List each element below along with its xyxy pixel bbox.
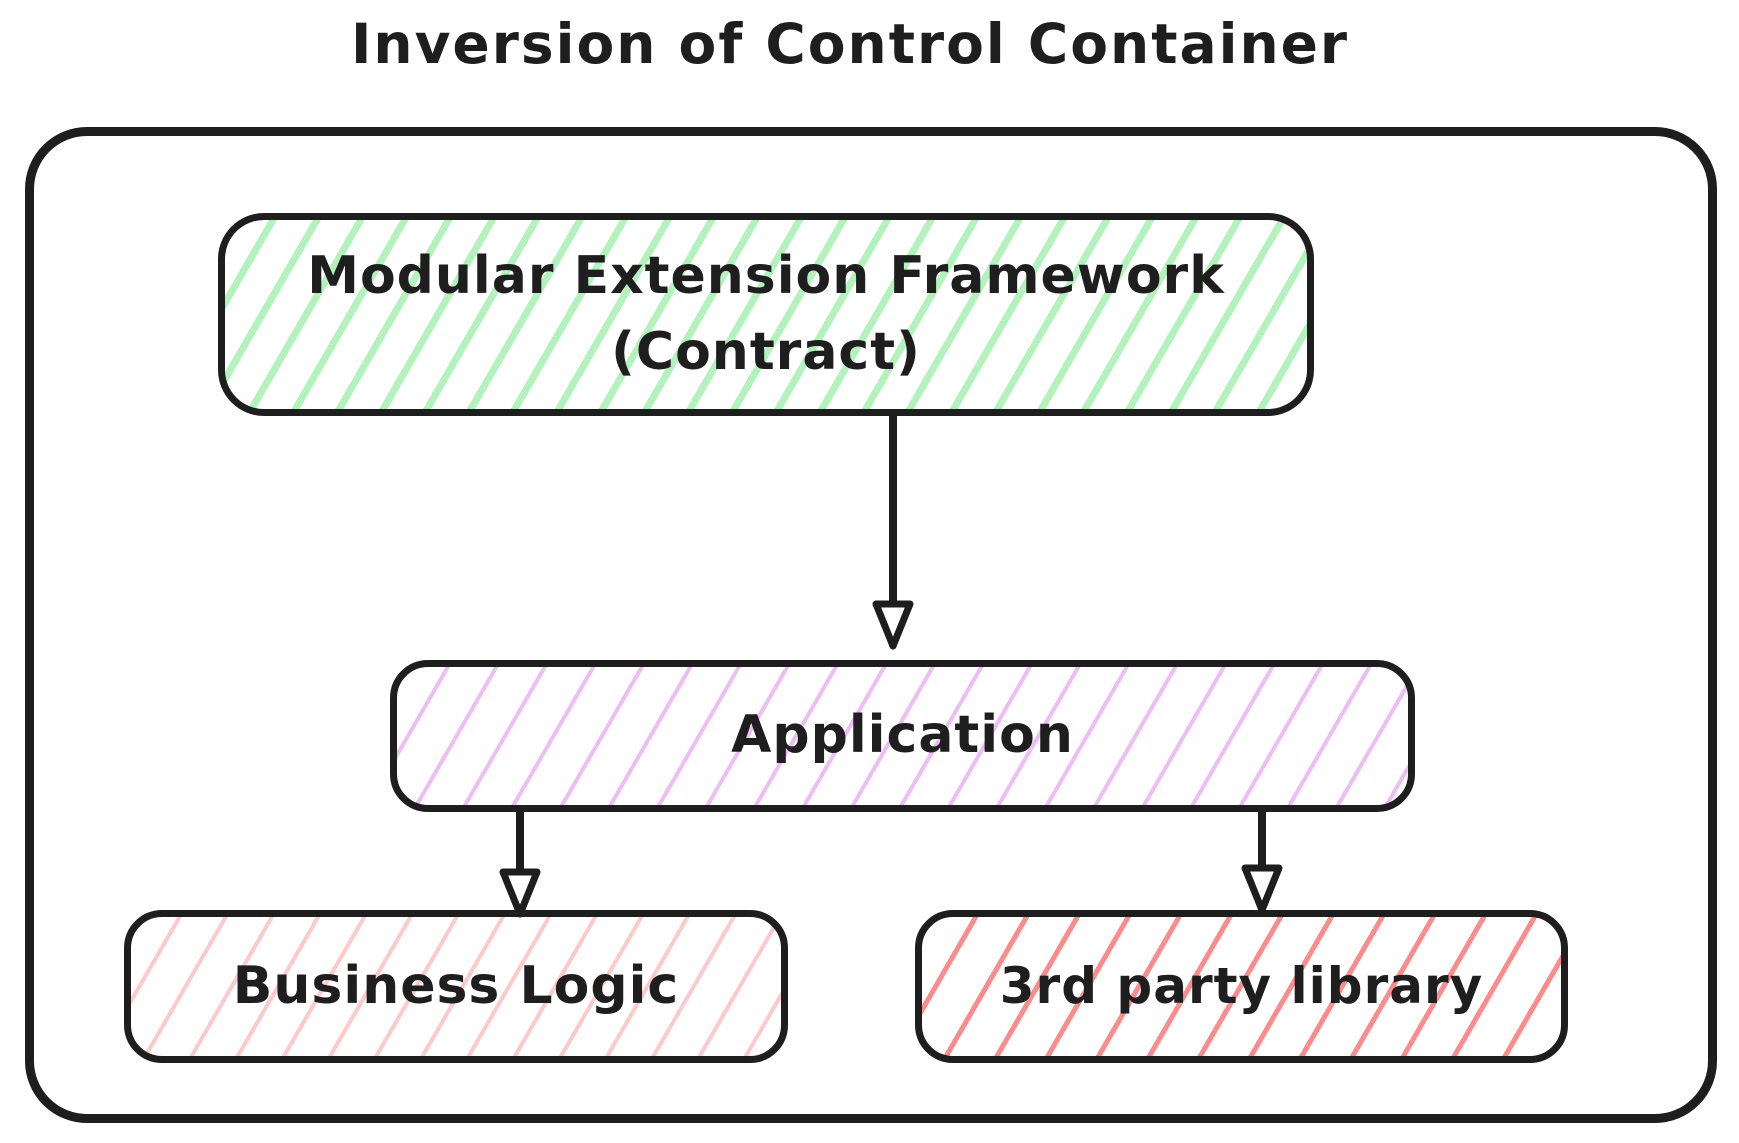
- node-modular-extension-framework: Modular Extension Framework (Contract): [218, 213, 1314, 416]
- node-business-logic: Business Logic: [124, 910, 788, 1063]
- node-label: 3rd party library: [999, 957, 1484, 1016]
- node-label: Business Logic: [232, 955, 680, 1016]
- node-label-line2: (Contract): [611, 321, 921, 382]
- ioc-container-outline: [25, 127, 1717, 1123]
- node-third-party-library: 3rd party library: [915, 910, 1568, 1063]
- diagram-title: Inversion of Control Container: [350, 12, 1350, 76]
- node-label: Application: [731, 705, 1074, 766]
- node-label-line1: Modular Extension Framework: [307, 246, 1225, 307]
- node-application: Application: [390, 660, 1415, 812]
